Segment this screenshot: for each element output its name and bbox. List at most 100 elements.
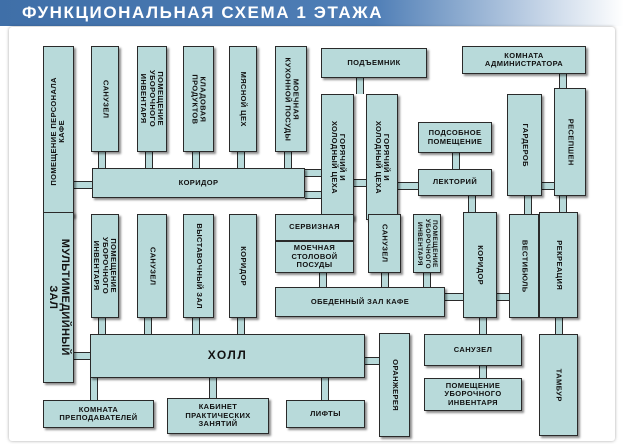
room-vestibule: ВЕСТИБЮЛЬ — [509, 214, 539, 318]
room-label: САНУЗЕЛ — [148, 246, 158, 286]
room-wc-3: САНУЗЕЛ — [368, 214, 401, 273]
room-staff-cafe: ПОМЕЩЕНИЕ ПЕРСОНАЛА КАФЕ — [43, 46, 74, 217]
connector — [354, 179, 366, 187]
connector — [542, 182, 554, 190]
room-label: КЛАДОВАЯ ПРОДУКТОВ — [190, 73, 208, 125]
room-exhibition: ВЫСТАВОЧНЫЙ ЗАЛ — [183, 214, 214, 318]
room-label: ГОРЯЧИЙ И ХОЛОДНЫЙ ЦЕХА — [329, 120, 347, 194]
room-label: ОБЕДЕННЫЙ ЗАЛ КАФЕ — [310, 296, 410, 306]
connector — [145, 152, 153, 168]
room-label: САНУЗЕЛ — [380, 224, 390, 263]
room-wc-1: САНУЗЕЛ — [91, 46, 119, 152]
room-label: МОЕЧНАЯ КУХОННОЙ ПОСУДЫ — [283, 57, 301, 141]
room-cleaning-1: ПОМЕЩЕНИЕ УБОРОЧНОГО ИНВЕНТАРЯ — [137, 46, 167, 152]
room-cleaning-3: ПОМЕЩЕНИЕ УБОРОЧНОГО ИНВЕНТАРЯ — [413, 214, 441, 273]
room-label: ПОМЕЩЕНИЕ УБОРОЧНОГО ИНВЕНТАРЯ — [139, 70, 166, 128]
room-cleaning-4: ПОМЕЩЕНИЕ УБОРОЧНОГО ИНВЕНТАРЯ — [424, 378, 522, 411]
room-label: КОМНАТА ПРЕПОДАВАТЕЛЕЙ — [59, 404, 138, 422]
room-hall: ХОЛЛ — [90, 334, 365, 378]
connector — [381, 273, 389, 287]
room-label: ГАРДЕРОБ — [520, 123, 530, 167]
connector — [445, 293, 463, 301]
room-label: ХОЛЛ — [207, 348, 248, 363]
room-label: ТАМБУР — [554, 368, 564, 402]
connector — [209, 378, 217, 398]
connector — [192, 152, 200, 168]
room-reception: РЕСЕПШЕН — [554, 88, 586, 196]
room-goods-lift: ПОДЪЕМНИК — [321, 48, 427, 78]
room-corridor-2: КОРИДОР — [229, 214, 257, 318]
header-banner: ФУНКЦИОНАЛЬНАЯ СХЕМА 1 ЭТАЖА — [0, 0, 624, 26]
connector — [479, 318, 487, 334]
connector — [423, 273, 431, 287]
room-lifts: ЛИФТЫ — [286, 400, 365, 428]
connector — [356, 78, 364, 94]
room-label: САНУЗЕЛ — [101, 79, 111, 119]
connector — [468, 196, 476, 212]
room-label: СЕРВИЗНАЯ — [289, 222, 340, 232]
connector — [74, 181, 92, 189]
connector — [319, 273, 327, 287]
connector — [305, 169, 321, 177]
room-corridor-main: КОРИДОР — [92, 168, 305, 198]
room-label: ПОМЕЩЕНИЕ УБОРОЧНОГО ИНВЕНТАРЯ — [416, 218, 438, 269]
room-label: ОРАНЖЕРЕЯ — [390, 359, 400, 411]
connector — [90, 378, 98, 400]
room-label: ЛИФТЫ — [310, 408, 341, 418]
room-label: ПОДЪЕМНИК — [347, 57, 401, 67]
room-label: ПОМЕЩЕНИЕ УБОРОЧНОГО ИНВЕНТАРЯ — [444, 380, 502, 407]
connector — [237, 152, 245, 168]
room-admin: КОМНАТА АДМИНИСТРАТОРА — [462, 46, 586, 74]
room-label: РЕКРЕАЦИЯ — [554, 240, 564, 290]
room-cafe-dining: ОБЕДЕННЫЙ ЗАЛ КАФЕ — [275, 287, 445, 317]
room-label: МОЕЧНАЯ СТОЛОВОЙ ПОСУДЫ — [291, 243, 338, 270]
room-dish-wash: МОЕЧНАЯ СТОЛОВОЙ ПОСУДЫ — [275, 241, 354, 273]
room-kitchen-wash: МОЕЧНАЯ КУХОННОЙ ПОСУДЫ — [275, 46, 307, 152]
room-label: ПОДСОБНОЕ ПОМЕЩЕНИЕ — [427, 128, 483, 146]
room-lecture-hall: ЛЕКТОРИЙ — [418, 169, 492, 196]
connector — [555, 318, 563, 334]
room-label: МУЛЬТИМЕДИЙНЫЙ ЗАЛ — [46, 238, 71, 357]
room-serving: СЕРВИЗНАЯ — [275, 214, 354, 241]
room-label: ГОРЯЧИЙ И ХОЛОДНЫЙ ЦЕХА — [374, 120, 392, 194]
connector — [144, 318, 152, 334]
room-cleaning-2: ПОМЕЩЕНИЕ УБОРОЧНОГО ИНВЕНТАРЯ — [91, 214, 119, 318]
connector — [479, 366, 487, 378]
connector — [398, 182, 418, 190]
connector — [192, 318, 200, 334]
room-wc-2: САНУЗЕЛ — [137, 214, 167, 318]
connector — [365, 357, 379, 365]
room-label: ПОМЕЩЕНИЕ УБОРОЧНОГО ИНВЕНТАРЯ — [92, 237, 119, 295]
room-label: КОРИДОР — [476, 245, 486, 285]
diagram-title: ФУНКЦИОНАЛЬНАЯ СХЕМА 1 ЭТАЖА — [22, 3, 384, 22]
room-label: КОМНАТА АДМИНИСТРАТОРА — [484, 50, 564, 68]
room-label: ВЕСТИБЮЛЬ — [520, 239, 530, 293]
room-label: ВЫСТАВОЧНЫЙ ЗАЛ — [194, 223, 204, 309]
room-hot-cold-1: ГОРЯЧИЙ И ХОЛОДНЫЙ ЦЕХА — [321, 94, 354, 220]
room-label: РЕСЕПШЕН — [566, 118, 576, 166]
connector — [284, 152, 292, 168]
room-pantry: КЛАДОВАЯ ПРОДУКТОВ — [183, 46, 214, 152]
connector — [305, 191, 321, 199]
room-label: КОРИДОР — [239, 246, 249, 286]
room-practice: КАБИНЕТ ПРАКТИЧЕСКИХ ЗАНЯТИЙ — [167, 398, 269, 434]
room-tambour: ТАМБУР — [539, 334, 578, 436]
room-utility: ПОДСОБНОЕ ПОМЕЩЕНИЕ — [418, 122, 492, 153]
room-label: ЛЕКТОРИЙ — [432, 177, 478, 187]
room-hot-cold-2: ГОРЯЧИЙ И ХОЛОДНЫЙ ЦЕХА — [366, 94, 398, 220]
connector — [524, 196, 532, 214]
connector — [98, 152, 106, 172]
connector — [452, 153, 460, 169]
connector — [321, 378, 329, 400]
room-greenhouse: ОРАНЖЕРЕЯ — [379, 333, 410, 437]
connector — [237, 318, 245, 334]
room-label: САНУЗЕЛ — [453, 344, 493, 354]
connector — [497, 293, 509, 301]
room-label: КАБИНЕТ ПРАКТИЧЕСКИХ ЗАНЯТИЙ — [185, 402, 251, 429]
floor-plan-canvas: ПОМЕЩЕНИЕ ПЕРСОНАЛА КАФЕ САНУЗЕЛ ПОМЕЩЕН… — [9, 27, 615, 441]
room-teachers: КОМНАТА ПРЕПОДАВАТЕЛЕЙ — [43, 400, 154, 428]
room-label: ПОМЕЩЕНИЕ ПЕРСОНАЛА КАФЕ — [49, 77, 67, 186]
room-meat-shop: МЯСНОЙ ЦЕХ — [229, 46, 257, 152]
room-wc-4: САНУЗЕЛ — [424, 334, 522, 366]
connector — [559, 196, 567, 214]
